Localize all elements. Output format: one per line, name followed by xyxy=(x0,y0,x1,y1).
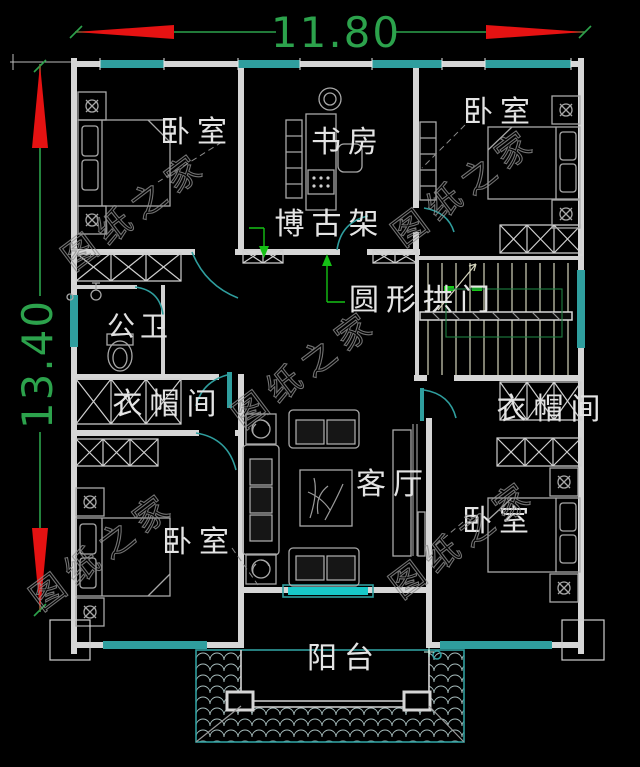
wardrobes xyxy=(75,224,582,467)
study-furniture xyxy=(285,87,437,211)
label-bedroom-bottom-right: 卧室 xyxy=(462,504,536,539)
bed-bottom-left xyxy=(75,487,171,627)
left-dimension: 13.40 xyxy=(13,59,62,617)
windows xyxy=(70,58,585,649)
bed-bottom-right xyxy=(487,467,581,603)
balcony xyxy=(49,619,605,743)
label-cloakroom-left: 衣帽间 xyxy=(113,387,224,422)
label-study: 书房 xyxy=(311,125,385,160)
bed-top-right xyxy=(487,95,581,229)
label-living-room: 客厅 xyxy=(356,467,430,502)
label-leaders xyxy=(157,124,466,586)
top-dimension: 11.80 xyxy=(10,8,592,70)
bathroom-fixtures xyxy=(66,282,134,372)
label-cloakroom-right: 衣帽间 xyxy=(497,392,608,427)
coffee-table xyxy=(299,469,353,527)
doors xyxy=(134,207,457,471)
sliding-door xyxy=(282,584,374,598)
staircase xyxy=(419,263,573,375)
dim-arrow-right-icon xyxy=(486,25,585,39)
width-dimension-label: 11.80 xyxy=(271,8,401,57)
interior-walls xyxy=(71,61,584,648)
right-step xyxy=(561,619,605,661)
exterior-walls xyxy=(71,58,584,654)
label-bedroom-top-right: 卧室 xyxy=(463,95,537,130)
label-bedroom-top-left: 卧室 xyxy=(160,115,234,150)
label-round-archway: 圆形拱门 xyxy=(349,283,497,318)
dim-arrow-up-icon xyxy=(32,64,48,148)
sofa-set xyxy=(242,409,426,587)
left-step xyxy=(49,619,91,661)
dim-arrow-left-icon xyxy=(75,25,174,39)
archway-lintels xyxy=(242,249,418,264)
label-bedroom-bottom-left: 卧室 xyxy=(162,525,236,560)
bed-top-left xyxy=(77,91,171,235)
tv-cabinet xyxy=(392,429,412,557)
label-balcony: 阳台 xyxy=(307,641,381,676)
height-dimension-label: 13.40 xyxy=(13,299,62,429)
label-curio-shelf: 博古架 xyxy=(275,207,386,242)
dim-arrow-down-icon xyxy=(32,528,48,612)
label-bathroom: 公卫 xyxy=(107,310,173,343)
